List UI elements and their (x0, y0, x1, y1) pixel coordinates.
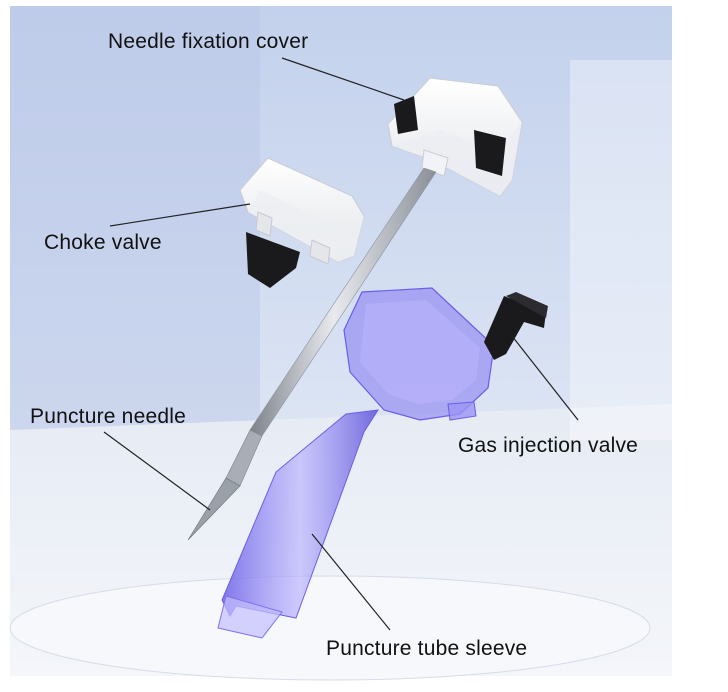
label-gas-injection-valve: Gas injection valve (458, 434, 639, 457)
label-puncture-tube-sleeve: Puncture tube sleeve (326, 637, 528, 660)
label-needle-fixation-cover: Needle fixation cover (108, 30, 309, 53)
gas-injection-valve (484, 292, 548, 360)
puncture-tube-sleeve (217, 287, 495, 639)
background-wall-shadow (10, 6, 260, 446)
background-light-panel (570, 60, 672, 440)
label-choke-valve: Choke valve (44, 231, 162, 254)
puncture-needle (187, 167, 437, 541)
display-pedestal (9, 575, 651, 681)
leader-line-needle-fixation-cover (281, 57, 405, 101)
leader-line-puncture-tube-sleeve (311, 533, 391, 631)
choke-valve (239, 157, 365, 288)
leader-line-puncture-needle (103, 431, 211, 511)
leader-line-gas-injection-valve (511, 335, 579, 421)
label-puncture-needle: Puncture needle (30, 405, 186, 428)
leader-line-choke-valve (109, 203, 251, 227)
